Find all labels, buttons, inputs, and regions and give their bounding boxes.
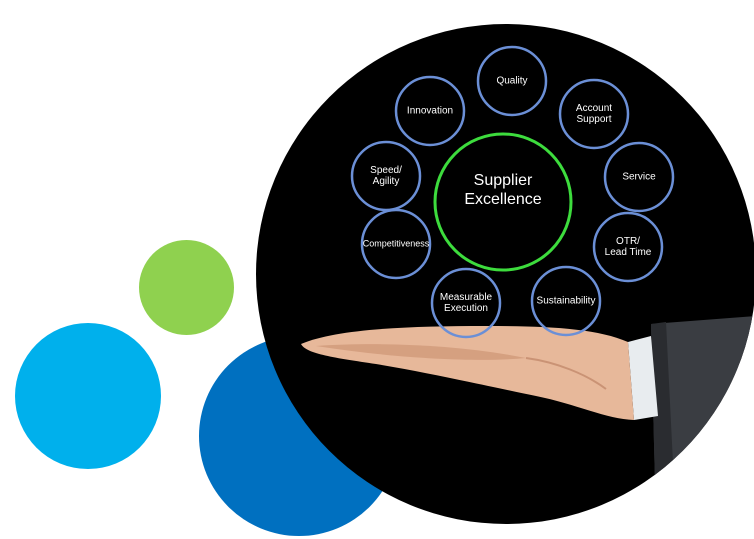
cyan-decorative-circle xyxy=(15,323,161,469)
node-innovation: Innovation xyxy=(406,105,454,117)
node-quality: Quality xyxy=(496,75,528,87)
center-label: Supplier Excellence xyxy=(464,172,542,208)
node-account-support: Account Support xyxy=(575,103,613,125)
node-measurable-execution: Measurable Execution xyxy=(439,292,493,314)
supplier-excellence-photo: Supplier Excellence Quality Account Supp… xyxy=(256,24,754,524)
node-service: Service xyxy=(622,171,656,183)
hand-illustration xyxy=(301,316,754,524)
node-otr-lead-time: OTR/ Lead Time xyxy=(604,236,652,258)
node-sustainability: Sustainability xyxy=(536,295,596,307)
node-speed-agility: Speed/ Agility xyxy=(370,165,402,187)
node-competitiveness: Competitiveness xyxy=(362,238,430,249)
green-decorative-circle xyxy=(139,240,234,335)
